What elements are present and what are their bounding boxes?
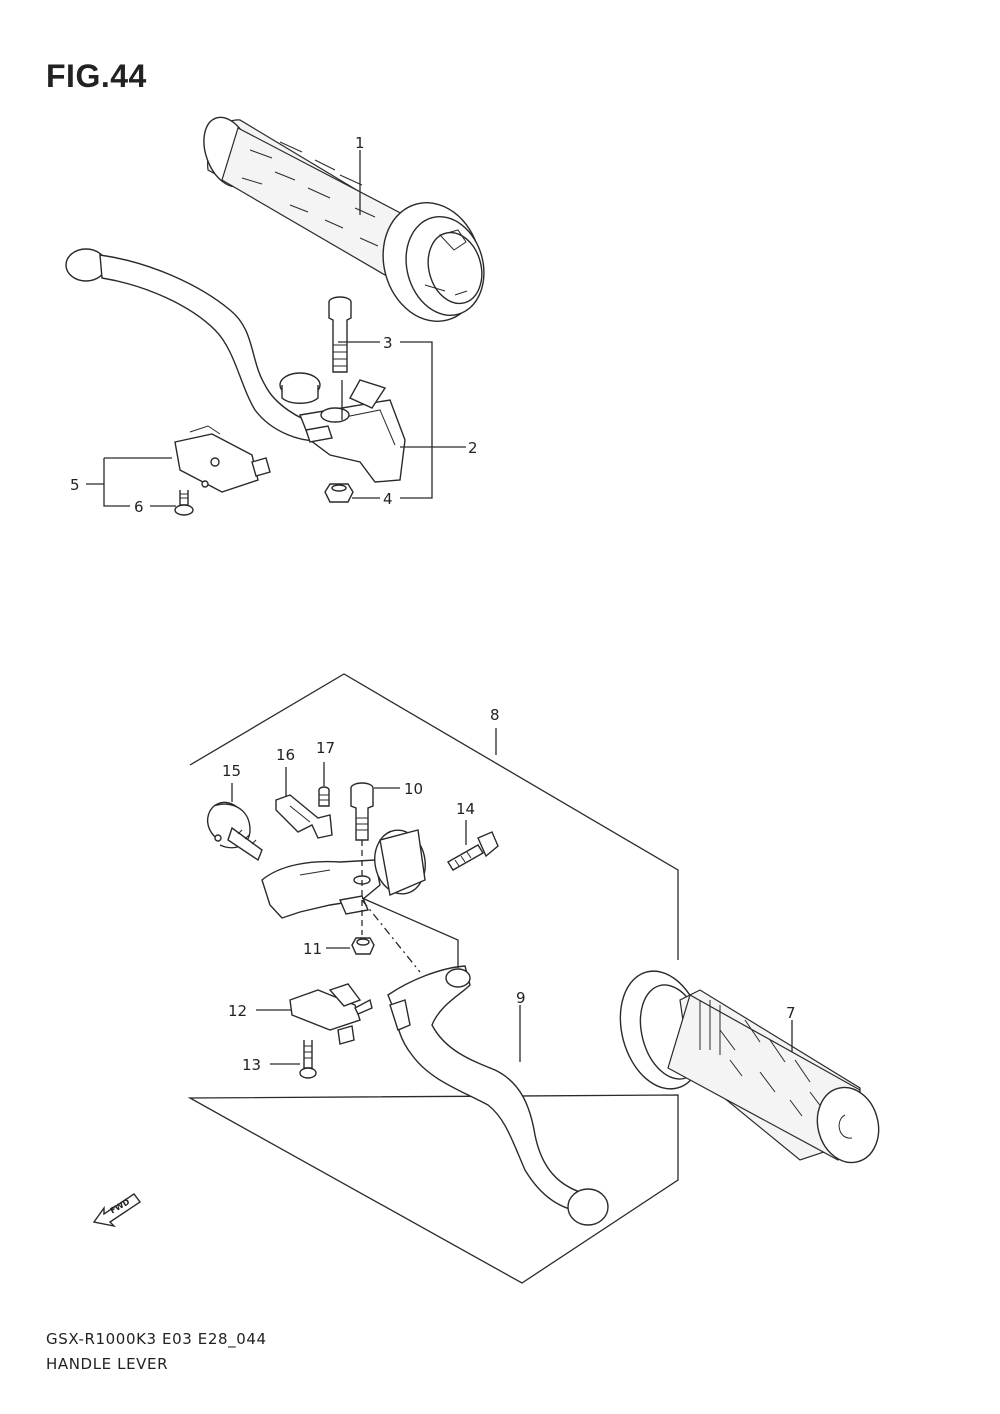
callout-7: 7 bbox=[786, 1004, 796, 1022]
brake-pivot-nut-part[interactable] bbox=[351, 937, 375, 955]
callout-3: 3 bbox=[383, 334, 393, 352]
brake-switch-screw-part[interactable] bbox=[299, 1040, 317, 1079]
brake-light-switch-part[interactable] bbox=[289, 983, 373, 1045]
figure-name: HANDLE LEVER bbox=[46, 1355, 169, 1373]
figure-title: FIG.44 bbox=[46, 58, 147, 94]
switch-bracket-part[interactable] bbox=[275, 794, 333, 839]
callout-4: 4 bbox=[383, 490, 393, 508]
callout-16: 16 bbox=[276, 746, 295, 764]
model-code: GSX-R1000K3 E03 E28_044 bbox=[46, 1330, 267, 1348]
assembly-boundary bbox=[187, 673, 679, 1284]
clutch-switch-part[interactable] bbox=[174, 425, 271, 493]
switch-screw-part[interactable] bbox=[174, 490, 194, 516]
brake-holder-part[interactable] bbox=[261, 826, 430, 919]
lower-leader-lines bbox=[231, 728, 793, 1065]
callout-5: 5 bbox=[70, 476, 80, 494]
holder-bolt-part[interactable] bbox=[447, 831, 499, 871]
clutch-lever-part[interactable] bbox=[65, 248, 406, 483]
callout-14: 14 bbox=[456, 800, 475, 818]
callout-12: 12 bbox=[228, 1002, 247, 1020]
callout-8: 8 bbox=[490, 706, 500, 724]
throttle-grip-part[interactable] bbox=[195, 111, 495, 333]
callout-2: 2 bbox=[468, 439, 478, 457]
brake-lever-part[interactable] bbox=[387, 965, 609, 1226]
callout-17: 17 bbox=[316, 739, 335, 757]
callout-10: 10 bbox=[404, 780, 423, 798]
pivot-nut-part[interactable] bbox=[324, 483, 354, 503]
bracket-screw-part[interactable] bbox=[318, 786, 330, 807]
callout-13: 13 bbox=[242, 1056, 261, 1074]
callout-11: 11 bbox=[303, 940, 322, 958]
brake-pivot-bolt-part[interactable] bbox=[350, 782, 374, 841]
callout-1: 1 bbox=[355, 134, 365, 152]
fwd-arrow-icon: FWD bbox=[92, 1193, 142, 1228]
callout-15: 15 bbox=[222, 762, 241, 780]
pivot-bolt-part[interactable] bbox=[328, 296, 352, 373]
upper-leader-lines bbox=[86, 150, 466, 507]
callout-9: 9 bbox=[516, 989, 526, 1007]
callout-6: 6 bbox=[134, 498, 144, 516]
adjuster-knob-part[interactable] bbox=[201, 796, 263, 862]
left-grip-part[interactable] bbox=[608, 962, 887, 1170]
